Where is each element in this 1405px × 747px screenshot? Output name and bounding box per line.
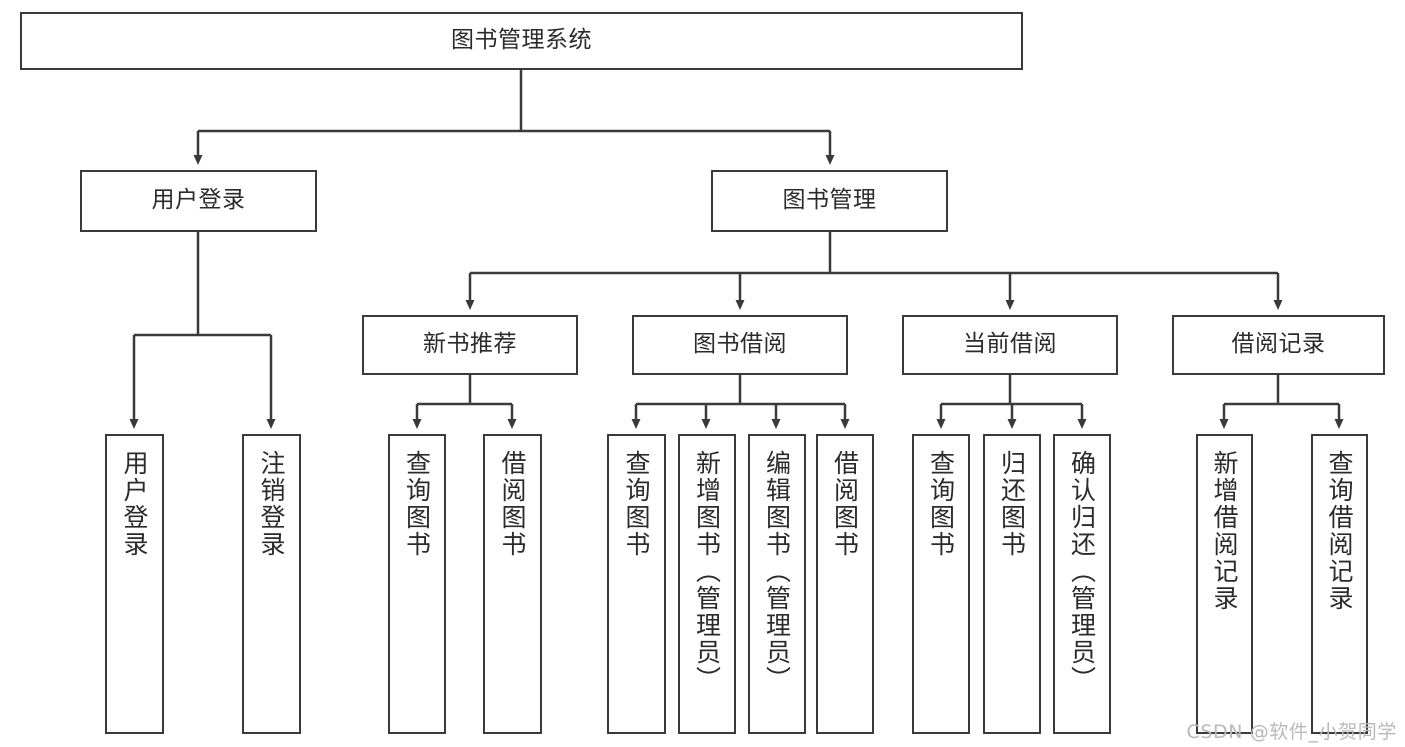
leaf-query-books-newbooks[interactable]: 查询图书 bbox=[388, 434, 446, 734]
leaf-return-books[interactable]: 归还图书 bbox=[983, 434, 1041, 734]
node-label: 新书推荐 bbox=[423, 331, 517, 358]
node-label: 新增借阅记录 bbox=[1210, 450, 1239, 612]
node-label: 借阅图书 bbox=[498, 450, 527, 558]
node-current-borrowing[interactable]: 当前借阅 bbox=[902, 315, 1118, 375]
node-label: 当前借阅 bbox=[963, 331, 1057, 358]
node-label: 用户登录 bbox=[120, 450, 149, 558]
node-label: 确认归还（管理员） bbox=[1067, 450, 1097, 693]
node-label: 新增图书（管理员） bbox=[692, 450, 722, 693]
node-label: 查询图书 bbox=[622, 450, 651, 558]
node-label: 查询图书 bbox=[402, 450, 432, 558]
node-label: 图书管理 bbox=[782, 187, 877, 214]
node-label: 注销登录 bbox=[257, 450, 286, 558]
leaf-query-borrow-record[interactable]: 查询借阅记录 bbox=[1311, 434, 1368, 734]
leaf-query-books-current[interactable]: 查询图书 bbox=[912, 434, 970, 734]
node-label: 借阅图书 bbox=[830, 450, 860, 558]
node-borrow-records[interactable]: 借阅记录 bbox=[1172, 315, 1385, 375]
node-label: 图书借阅 bbox=[693, 331, 787, 358]
leaf-query-books-borrowing[interactable]: 查询图书 bbox=[607, 434, 666, 734]
node-book-borrowing[interactable]: 图书借阅 bbox=[632, 315, 848, 375]
leaf-logout[interactable]: 注销登录 bbox=[242, 434, 301, 734]
node-new-book-recommendation[interactable]: 新书推荐 bbox=[362, 315, 578, 375]
node-root-book-management-system[interactable]: 图书管理系统 bbox=[20, 12, 1023, 70]
leaf-add-borrow-record[interactable]: 新增借阅记录 bbox=[1196, 434, 1253, 734]
node-label: 查询图书 bbox=[926, 450, 956, 558]
node-user-login[interactable]: 用户登录 bbox=[80, 170, 317, 232]
node-label: 借阅记录 bbox=[1231, 331, 1326, 358]
node-label: 图书管理系统 bbox=[451, 27, 592, 54]
node-label: 编辑图书（管理员） bbox=[762, 450, 792, 693]
node-label: 查询借阅记录 bbox=[1325, 450, 1354, 612]
leaf-confirm-return-admin[interactable]: 确认归还（管理员） bbox=[1053, 434, 1111, 734]
node-book-management[interactable]: 图书管理 bbox=[711, 170, 948, 232]
leaf-borrow-books-borrowing[interactable]: 借阅图书 bbox=[816, 434, 874, 734]
leaf-add-book-admin[interactable]: 新增图书（管理员） bbox=[678, 434, 736, 734]
node-label: 归还图书 bbox=[997, 450, 1027, 558]
node-label: 用户登录 bbox=[151, 187, 246, 214]
leaf-borrow-books-newbooks[interactable]: 借阅图书 bbox=[483, 434, 542, 734]
leaf-user-login[interactable]: 用户登录 bbox=[105, 434, 164, 734]
leaf-edit-book-admin[interactable]: 编辑图书（管理员） bbox=[748, 434, 806, 734]
